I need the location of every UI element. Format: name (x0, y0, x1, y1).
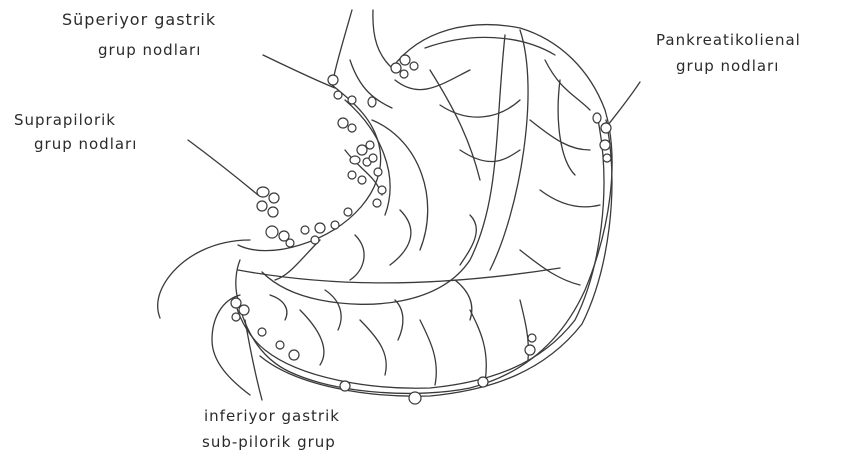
lymph-node (525, 345, 535, 355)
lymph-node (369, 154, 377, 162)
lymph-node (348, 171, 356, 179)
label-suprapyloric-line1: Suprapilorik (14, 110, 116, 130)
lymph-node (357, 145, 367, 155)
leader-pancreaticolienal (608, 82, 640, 125)
lymph-node (366, 141, 374, 149)
vessel-branch (455, 280, 472, 320)
lymph-node (601, 123, 611, 133)
lymph-node (400, 70, 408, 78)
vessel-branch (325, 290, 341, 330)
lymph-node (289, 350, 299, 360)
lymph-node (257, 187, 269, 197)
lymph-node (391, 63, 401, 73)
lymph-node (478, 377, 488, 387)
leader-superior (263, 55, 335, 88)
vessel-branch (300, 310, 324, 365)
lymph-node (239, 305, 249, 315)
lymph-node (400, 55, 410, 65)
lymph-node (373, 199, 381, 207)
label-suprapyloric-line2: grup nodları (34, 134, 137, 154)
lymph-node (266, 226, 278, 238)
lymph-node (311, 236, 319, 244)
vessel-branch (460, 150, 520, 162)
label-superior-line1: Süperiyor gastrik (62, 10, 216, 30)
label-superior-line2: grup nodları (98, 40, 201, 60)
lymph-node (374, 168, 382, 176)
lymph-node (268, 207, 278, 217)
vessel-branch (545, 60, 590, 110)
lymph-node (328, 75, 338, 85)
lymph-node (276, 341, 284, 349)
lymph-node (600, 140, 610, 150)
lymph-node (231, 298, 241, 308)
fundus-band (425, 37, 555, 55)
vessel-branch (460, 215, 476, 265)
leader-suprapyloric (188, 140, 258, 195)
vessel-branch (350, 235, 364, 280)
stomach-lesser-curvature (238, 85, 381, 251)
lymph-node (593, 113, 601, 123)
lymph-node (232, 313, 240, 321)
vessel-branch (372, 120, 428, 250)
label-inferior-line1: inferiyor gastrik (204, 406, 340, 426)
label-pancreaticolienal-line1: Pankreatikolienal (656, 30, 801, 50)
lymph-node (315, 223, 325, 233)
lymph-node (528, 334, 536, 342)
lymph-node (301, 226, 309, 234)
lymph-node (258, 328, 266, 336)
gastroepiploic-arcade-2 (260, 120, 612, 396)
vessel-branch (360, 320, 386, 375)
esophagus-right-wall (373, 10, 392, 68)
lymph-node (338, 118, 348, 128)
stomach-inner-curve (262, 35, 505, 304)
lymph-node (257, 201, 267, 211)
vessel-branch (420, 320, 436, 385)
lymph-node (603, 154, 611, 162)
lymph-node (348, 124, 356, 132)
vessel-branch (540, 190, 600, 207)
gastroepiploic-arcade (236, 120, 604, 388)
lymph-node (409, 392, 421, 404)
vessel-branch (430, 70, 480, 180)
vessel-branch (520, 250, 580, 285)
vessel-branch (270, 295, 287, 320)
lymph-node (334, 91, 342, 99)
lymph-node (368, 97, 376, 107)
vessel-branch (395, 300, 403, 340)
label-inferior-line2: sub-pilorik grup (202, 432, 336, 452)
lymph-node (350, 156, 360, 164)
lymph-node (358, 176, 366, 184)
vessel-branch (470, 310, 486, 382)
lymph-node (410, 62, 418, 70)
lymph-node (340, 381, 350, 391)
vessel-branch (390, 210, 411, 265)
stomach-greater-curvature (236, 25, 612, 394)
lymph-node (331, 221, 339, 229)
lymph-node (378, 186, 386, 194)
lymph-node (269, 193, 279, 203)
pancreas-line (238, 268, 560, 283)
lymph-node (348, 96, 356, 104)
lymph-node (344, 208, 352, 216)
label-pancreaticolienal-line2: grup nodları (676, 56, 779, 76)
esophagus-left-wall (332, 10, 352, 85)
lymph-node (286, 239, 294, 247)
